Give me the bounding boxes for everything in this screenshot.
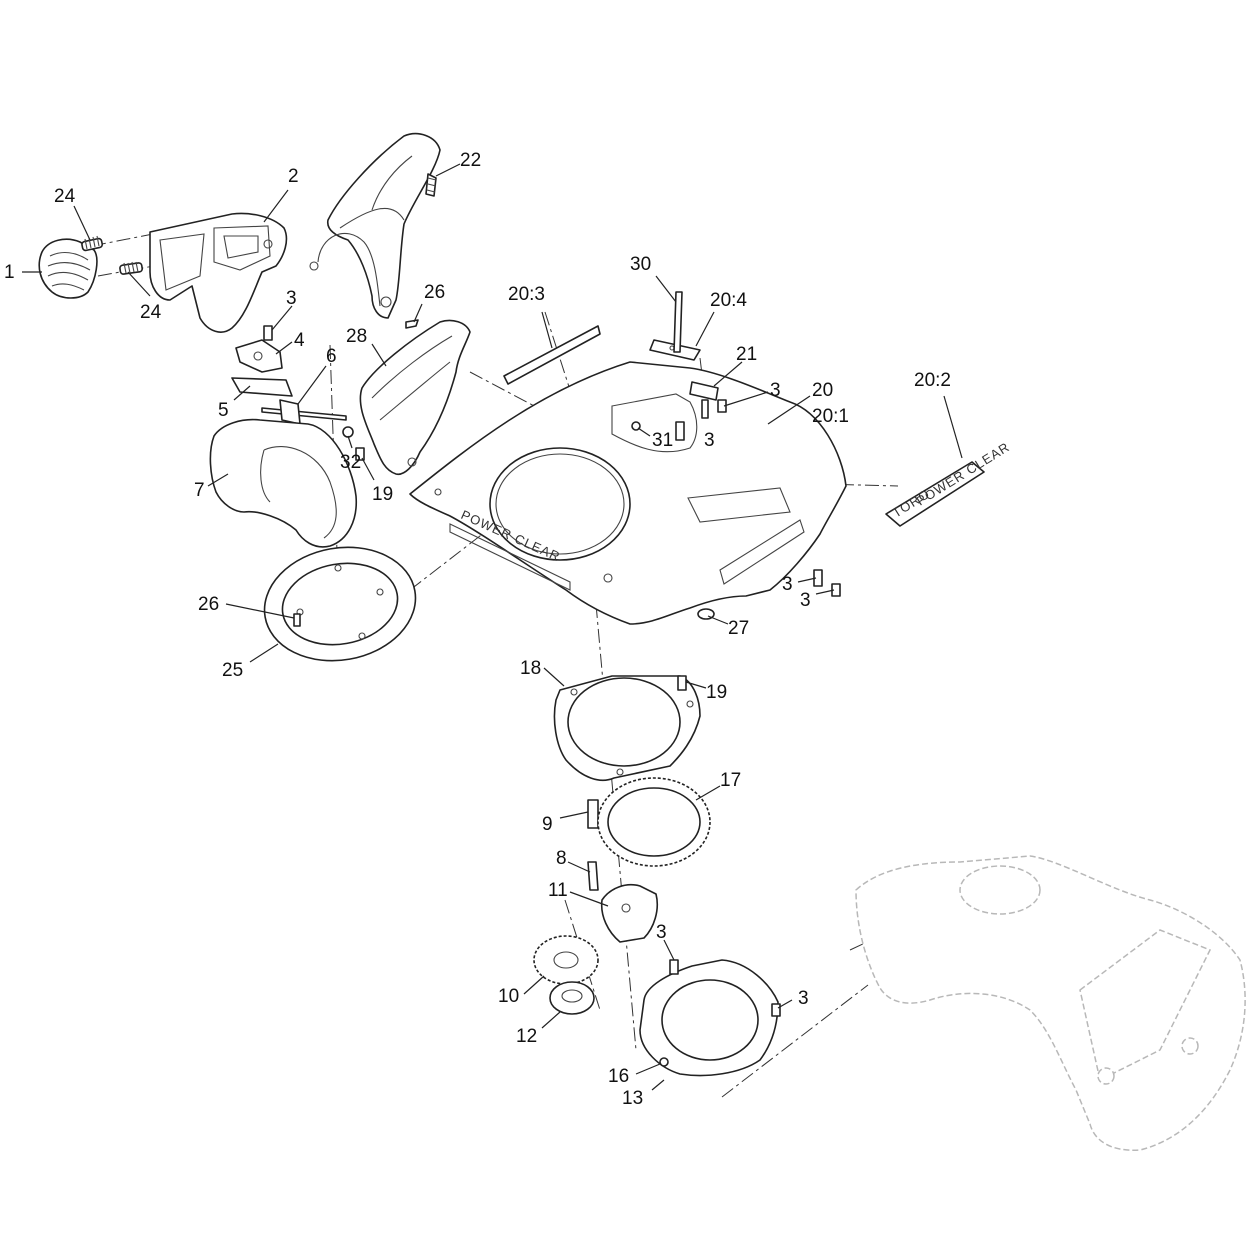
- part-20-2-sticker: TORO POWER CLEAR: [885, 439, 1013, 527]
- part-1-handle-grip: [38, 238, 98, 299]
- part-30-pin: [673, 291, 683, 353]
- part-25-chute-ring: [263, 546, 417, 662]
- part-3-screw-a: [263, 325, 273, 341]
- callout-20: 20: [812, 380, 833, 401]
- part-28-chute: [359, 319, 471, 476]
- part-3-screws-c: [813, 569, 841, 597]
- part-6-rod: [261, 399, 347, 425]
- part-21-bracket: [689, 381, 719, 419]
- callout-10: 10: [498, 986, 519, 1007]
- callout-19: 19: [372, 484, 393, 505]
- part-32-clip: [342, 426, 354, 438]
- callout-22: 22: [460, 150, 481, 171]
- callout-20-2: 20:2: [914, 370, 951, 391]
- callout-25: 25: [222, 660, 243, 681]
- part-20-3-decal: [503, 325, 601, 385]
- callout-11: 11: [548, 880, 568, 901]
- callout-31: 31: [652, 430, 673, 451]
- callout-13: 13: [622, 1088, 643, 1109]
- callout-4: 4: [294, 330, 305, 351]
- callout-17: 17: [720, 770, 741, 791]
- callout-3: 3: [656, 922, 667, 943]
- callout-20-3: 20:3: [508, 284, 545, 305]
- callout-24: 24: [54, 186, 76, 207]
- callout-7: 7: [194, 480, 205, 501]
- callout-27: 27: [728, 618, 749, 639]
- part-lower-plate: [639, 959, 779, 1077]
- callout-3: 3: [770, 380, 781, 401]
- callout-3: 3: [704, 430, 715, 451]
- part-9-spacer: [587, 799, 599, 829]
- part-2-handle-housing: [149, 212, 288, 333]
- callout-18: 18: [520, 658, 541, 679]
- part-5-plate: [231, 377, 293, 397]
- part-8-pin: [587, 861, 599, 891]
- part-4-bracket: [235, 339, 283, 373]
- part-10-pinion-gear: [533, 935, 599, 985]
- callout-labels: 1 2 24 24 22 3 4 26 28 6 5 7 32 19 20:3 …: [4, 150, 951, 1109]
- callout-8: 8: [556, 848, 567, 869]
- callout-3: 3: [798, 988, 809, 1009]
- part-12-cup: [549, 981, 595, 1015]
- callout-32: 32: [340, 452, 361, 473]
- part-26-screw-b: [293, 613, 301, 627]
- callout-21: 21: [736, 344, 757, 365]
- part-20-housing: POWER CLEAR: [409, 361, 847, 625]
- callout-3: 3: [286, 288, 297, 309]
- callout-12: 12: [516, 1026, 537, 1047]
- part-3-screws-d: [669, 959, 781, 1017]
- sticker-text: POWER CLEAR: [914, 439, 1013, 508]
- faded-auger-housing: [855, 855, 1246, 1151]
- part-17-ring-gear: [597, 777, 711, 867]
- callout-9: 9: [542, 814, 553, 835]
- callout-6: 6: [326, 346, 337, 367]
- callout-3: 3: [782, 574, 793, 595]
- part-deflector: [309, 132, 441, 319]
- callout-28: 28: [346, 326, 367, 347]
- callout-3: 3: [800, 590, 811, 611]
- part-24-springs: [81, 235, 144, 275]
- part-7-chute-cover: [209, 418, 358, 548]
- callout-20-1: 20:1: [812, 406, 849, 427]
- callout-16: 16: [608, 1066, 629, 1087]
- callout-1: 1: [4, 262, 15, 283]
- callout-24: 24: [140, 302, 162, 323]
- callout-20-4: 20:4: [710, 290, 747, 311]
- part-19-screw-a: [355, 447, 365, 461]
- callout-5: 5: [218, 400, 229, 421]
- part-3-screws-b: [675, 399, 727, 441]
- callout-26: 26: [198, 594, 219, 615]
- callout-2: 2: [288, 166, 299, 187]
- part-22-screw: [425, 173, 437, 197]
- part-18-bearing-plate: [553, 675, 701, 782]
- part-11-gearbox: [600, 884, 659, 943]
- part-19-screw-b: [677, 675, 687, 691]
- leader-lines: [22, 163, 963, 1091]
- callout-30: 30: [630, 254, 651, 275]
- part-16-13-nuts: [659, 1057, 669, 1067]
- callout-26: 26: [424, 282, 445, 303]
- callout-19: 19: [706, 682, 727, 703]
